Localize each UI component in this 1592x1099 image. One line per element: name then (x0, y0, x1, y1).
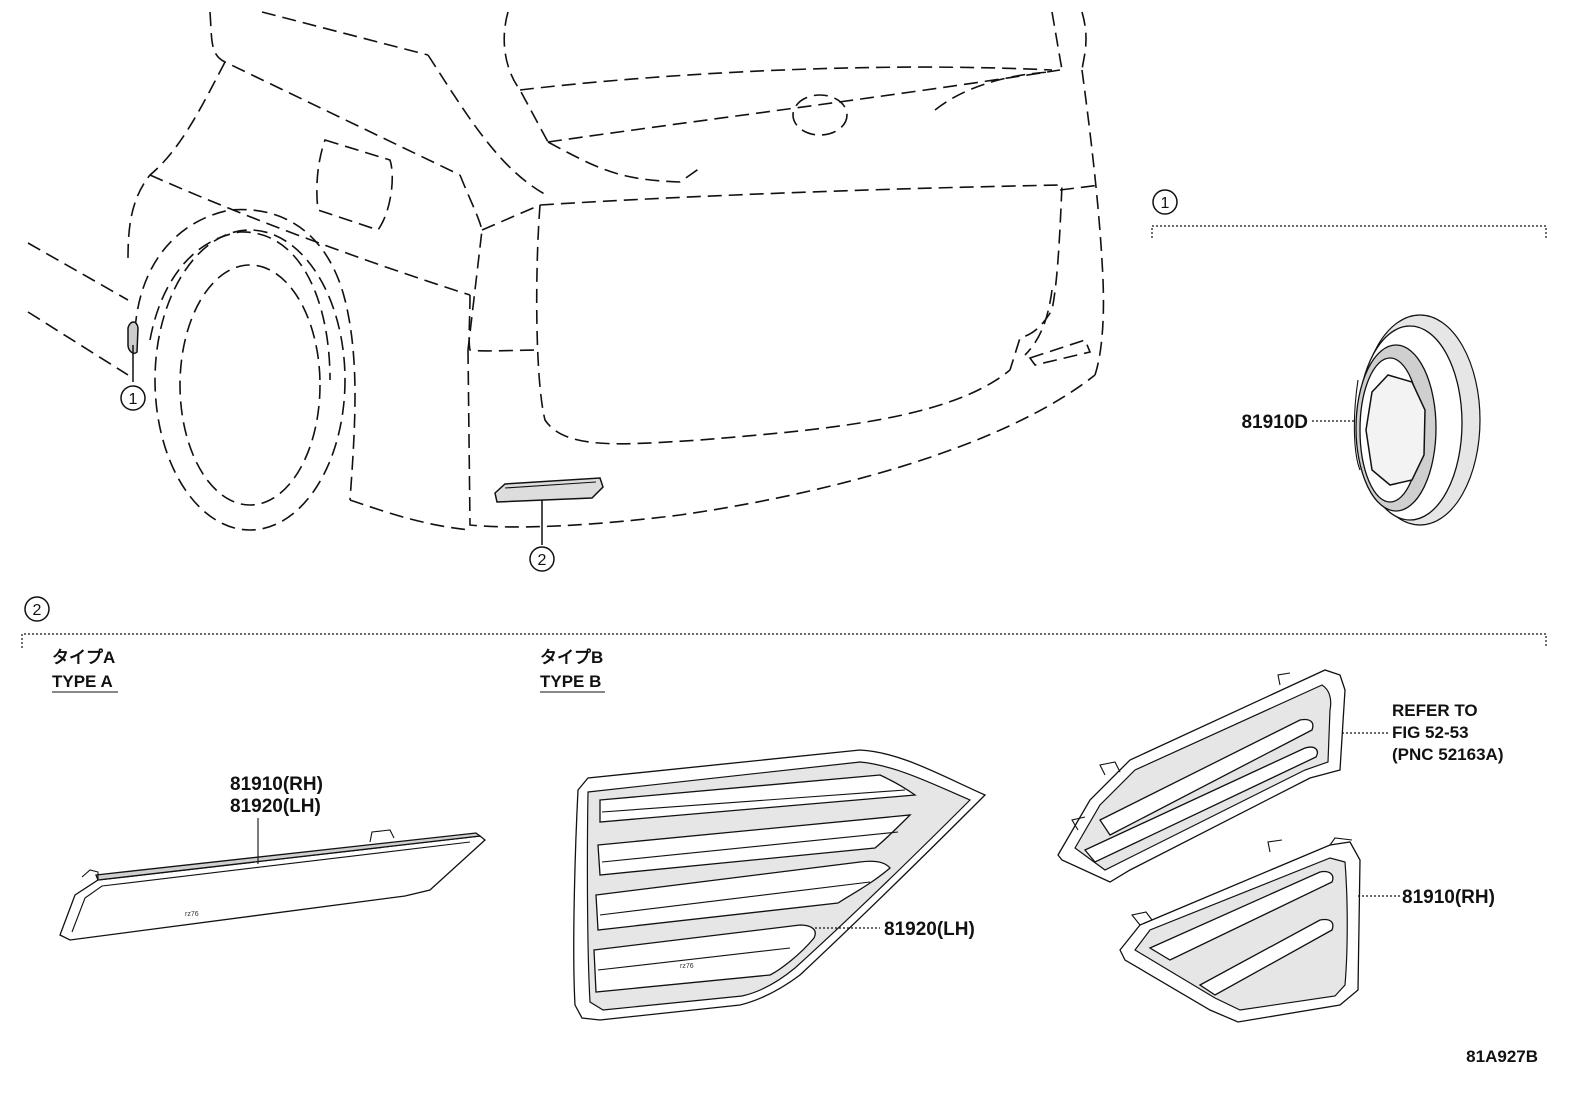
refer-to-label: REFER TO (1392, 701, 1478, 720)
callout-2-vehicle[interactable]: 2 (529, 546, 555, 572)
type-b-reflector-lh[interactable]: rz76 (573, 749, 987, 1021)
type-a-label: TYPE A (52, 672, 113, 691)
refer-figure-label: FIG 52-53 (1392, 723, 1469, 742)
type-b-reflector-rh[interactable] (1119, 837, 1361, 1023)
detail-1-callout-label: 1 (1161, 195, 1170, 212)
refer-pnc-label: (PNC 52163A) (1392, 745, 1504, 764)
type-b-part-label-lh: 81920(LH) (884, 919, 975, 940)
type-b-label: TYPE B (540, 672, 601, 691)
type-a-part-label-lh: 81920(LH) (230, 796, 321, 817)
type-b-japanese-label: タイプB (540, 647, 603, 667)
svg-text:rz76: rz76 (680, 963, 694, 970)
vehicle-rear-outline (27, 11, 1105, 531)
detail-1-bracket (1151, 225, 1547, 238)
reflector-plug-81910d[interactable] (1353, 314, 1481, 526)
type-a-part-label-rh: 81910(RH) (230, 774, 323, 795)
type-b-garnish-refer[interactable] (1057, 669, 1346, 883)
detail-2-header[interactable]: 2 (24, 596, 50, 622)
detail-2-bracket (21, 633, 1547, 648)
figure-id-label: 81A927B (1466, 1047, 1538, 1066)
part-label-81910d: 81910D (1241, 412, 1308, 433)
type-a-japanese-label: タイプA (52, 647, 115, 667)
type-b-part-label-rh: 81910(RH) (1402, 887, 1495, 908)
callout-2-vehicle-label: 2 (538, 552, 547, 569)
svg-text:rz76: rz76 (185, 911, 199, 918)
detail-2-callout-label: 2 (33, 602, 42, 619)
detail-1-header[interactable]: 1 (1152, 189, 1178, 215)
callout-1-vehicle[interactable]: 1 (120, 385, 146, 411)
type-a-reflector[interactable]: rz76 (59, 829, 487, 941)
callout-1-vehicle-label: 1 (129, 391, 138, 408)
